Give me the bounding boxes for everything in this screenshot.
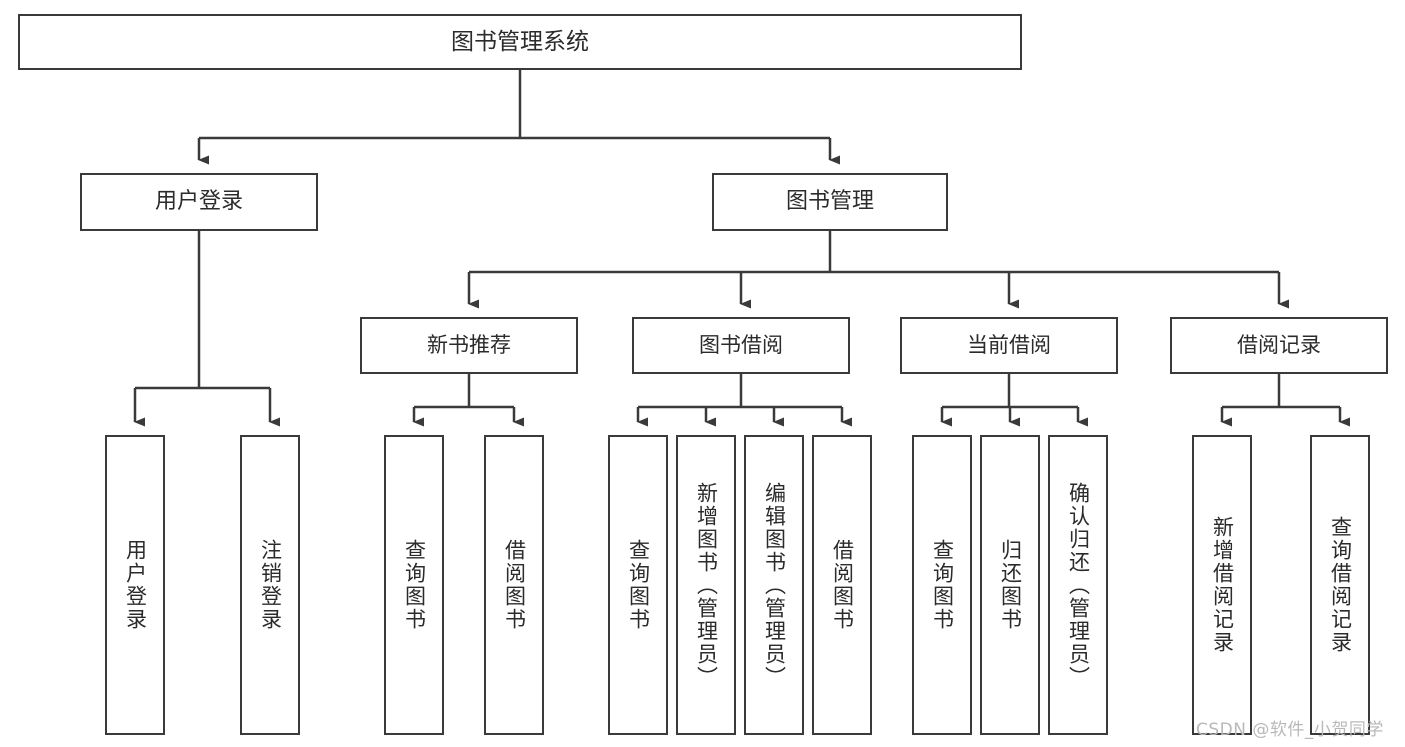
- leaf-query-book-3-label: 查询图书: [930, 539, 955, 631]
- leaf-return-book[interactable]: 归还图书: [980, 435, 1040, 735]
- node-book-manage-label: 图书管理: [785, 189, 874, 215]
- leaf-confirm-return-label: 确认归还（管理员）: [1066, 481, 1091, 689]
- leaf-user-login-label: 用户登录: [123, 539, 148, 631]
- node-current-borrow-label: 当前借阅: [967, 333, 1051, 358]
- node-new-book-recommend-label: 新书推荐: [427, 333, 511, 358]
- node-root-label: 图书管理系统: [451, 28, 589, 55]
- leaf-borrow-book-2[interactable]: 借阅图书: [812, 435, 872, 735]
- node-user-login[interactable]: 用户登录: [80, 173, 318, 231]
- node-book-borrow[interactable]: 图书借阅: [632, 317, 850, 374]
- csdn-watermark: CSDN @软件_小贺同学: [1196, 720, 1384, 740]
- leaf-query-book-2-label: 查询图书: [626, 539, 651, 631]
- leaf-return-book-label: 归还图书: [998, 539, 1023, 631]
- leaf-add-record[interactable]: 新增借阅记录: [1192, 435, 1252, 735]
- node-current-borrow[interactable]: 当前借阅: [900, 317, 1118, 374]
- leaf-edit-book[interactable]: 编辑图书（管理员）: [744, 435, 804, 735]
- leaf-user-logout-label: 注销登录: [258, 539, 283, 631]
- node-borrow-record[interactable]: 借阅记录: [1170, 317, 1388, 374]
- leaf-add-book[interactable]: 新增图书（管理员）: [676, 435, 736, 735]
- node-user-login-label: 用户登录: [154, 189, 243, 215]
- leaf-query-book-2[interactable]: 查询图书: [608, 435, 668, 735]
- leaf-query-book-1-label: 查询图书: [402, 539, 427, 631]
- leaf-query-book-3[interactable]: 查询图书: [912, 435, 972, 735]
- leaf-add-record-label: 新增借阅记录: [1210, 516, 1235, 654]
- leaf-edit-book-label: 编辑图书（管理员）: [762, 481, 787, 689]
- node-borrow-record-label: 借阅记录: [1237, 333, 1321, 358]
- node-root[interactable]: 图书管理系统: [18, 14, 1022, 70]
- leaf-borrow-book-2-label: 借阅图书: [830, 539, 855, 631]
- leaf-query-record[interactable]: 查询借阅记录: [1310, 435, 1370, 735]
- leaf-add-book-label: 新增图书（管理员）: [694, 481, 719, 689]
- node-book-borrow-label: 图书借阅: [699, 333, 783, 358]
- leaf-borrow-book-1[interactable]: 借阅图书: [484, 435, 544, 735]
- leaf-query-book-1[interactable]: 查询图书: [384, 435, 444, 735]
- leaf-user-login[interactable]: 用户登录: [105, 435, 165, 735]
- leaf-borrow-book-1-label: 借阅图书: [502, 539, 527, 631]
- leaf-query-record-label: 查询借阅记录: [1328, 516, 1353, 654]
- leaf-confirm-return[interactable]: 确认归还（管理员）: [1048, 435, 1108, 735]
- node-book-manage[interactable]: 图书管理: [712, 173, 948, 231]
- leaf-user-logout[interactable]: 注销登录: [240, 435, 300, 735]
- node-new-book-recommend[interactable]: 新书推荐: [360, 317, 578, 374]
